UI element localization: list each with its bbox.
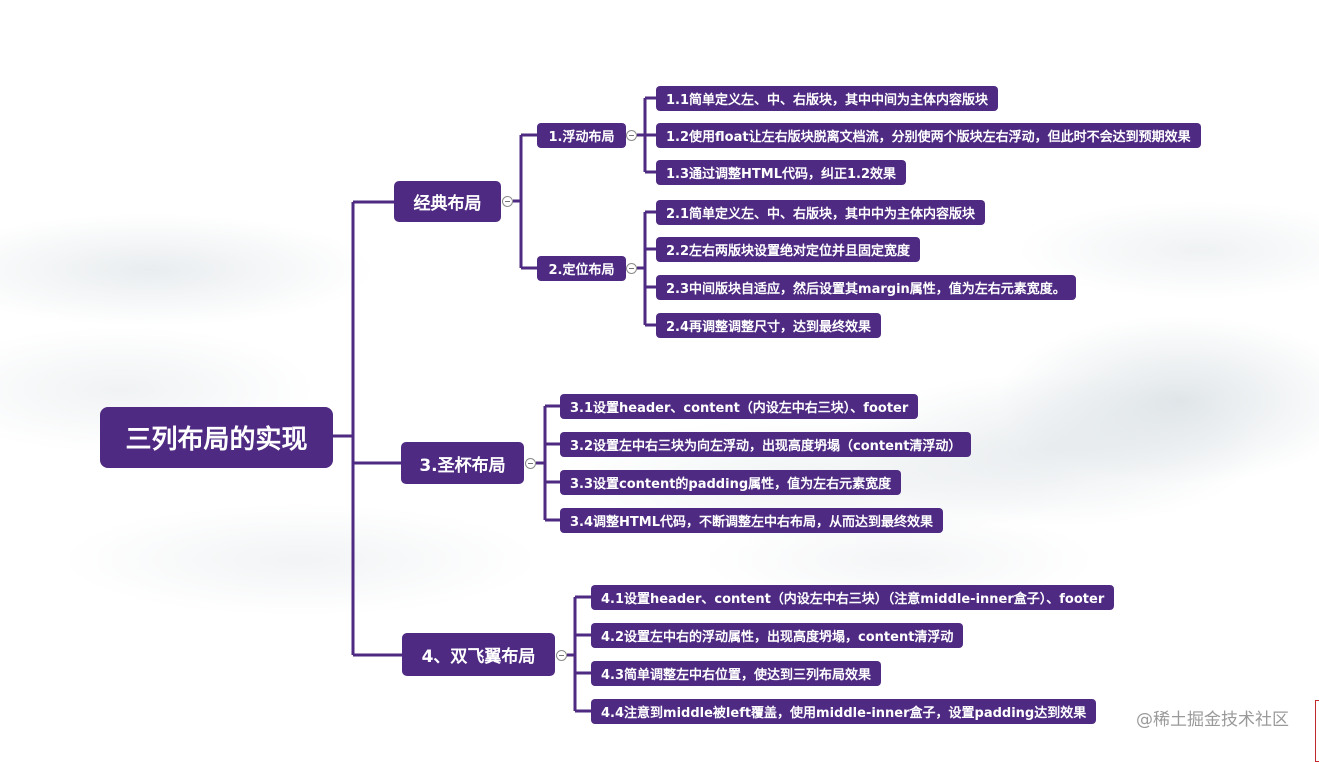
leaf-item[interactable]: 3.1设置header、content（内设左中右三块）、footer [560, 394, 919, 419]
collapse-toggle-icon[interactable] [626, 263, 637, 274]
leaf-item[interactable]: 4.1设置header、content（内设左中右三块）（注意middle-in… [591, 585, 1115, 610]
leaf-item[interactable]: 2.3中间版块自适应，然后设置其margin属性，值为左右元素宽度。 [656, 275, 1076, 300]
watermark: @稀土掘金技术社区 [1136, 710, 1289, 730]
leaf-item[interactable]: 3.4调整HTML代码，不断调整左中右布局，从而达到最终效果 [560, 508, 943, 533]
leaf-item[interactable]: 2.1简单定义左、中、右版块，其中中为主体内容版块 [656, 200, 986, 225]
branch-holy-grail-layout[interactable]: 3.圣杯布局 [401, 442, 524, 484]
leaf-item[interactable]: 1.1简单定义左、中、右版块，其中中间为主体内容版块 [656, 86, 999, 111]
leaf-item[interactable]: 1.2使用float让左右版块脱离文档流，分别使两个版块左右浮动，但此时不会达到… [656, 123, 1201, 148]
leaf-item[interactable]: 4.4注意到middle被left覆盖，使用middle-inner盒子，设置p… [591, 699, 1097, 724]
leaf-item[interactable]: 3.3设置content的padding属性，值为左右元素宽度 [560, 470, 902, 495]
leaf-item[interactable]: 1.3通过调整HTML代码，纠正1.2效果 [656, 160, 907, 185]
leaf-item[interactable]: 3.2设置左中右三块为向左浮动，出现高度坍塌（content清浮动） [560, 432, 972, 457]
leaf-item[interactable]: 2.4再调整调整尺寸，达到最终效果 [656, 313, 882, 338]
collapse-toggle-icon[interactable] [525, 458, 536, 469]
branch-double-wing-layout[interactable]: 4、双飞翼布局 [402, 633, 555, 676]
collapse-toggle-icon[interactable] [556, 650, 567, 661]
leaf-item[interactable]: 4.3简单调整左中右位置，使达到三列布局效果 [591, 661, 882, 686]
red-frame-edge [1315, 700, 1319, 762]
root-node[interactable]: 三列布局的实现 [100, 407, 333, 468]
branch-classic-layout[interactable]: 经典布局 [394, 181, 501, 222]
sub-float-layout[interactable]: 1.浮动布局 [537, 123, 626, 148]
collapse-toggle-icon[interactable] [502, 196, 513, 207]
leaf-item[interactable]: 2.2左右两版块设置绝对定位并且固定宽度 [656, 237, 921, 262]
leaf-item[interactable]: 4.2设置左中右的浮动属性，出现高度坍塌，content清浮动 [591, 623, 964, 648]
sub-position-layout[interactable]: 2.定位布局 [537, 256, 626, 281]
collapse-toggle-icon[interactable] [626, 130, 637, 141]
